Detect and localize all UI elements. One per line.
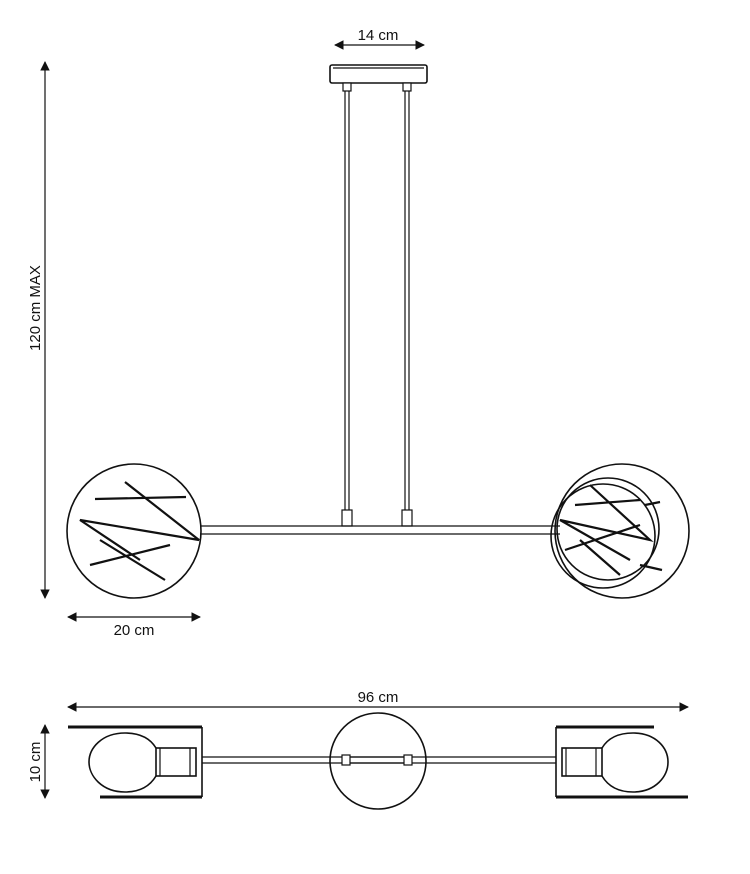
height-dimension: 120 cm MAX [27,61,50,599]
total-width-dimension: 96 cm [67,689,689,712]
height-label: 120 cm MAX [27,265,44,351]
top-width-dimension: 14 cm [334,27,425,50]
shade-diameter-dimension: 20 cm [67,612,201,639]
center-canopy-top-view [202,712,556,810]
top-width-label: 14 cm [358,27,399,44]
shade-diameter-label: 20 cm [114,622,155,639]
depth-dimension: 10 cm [27,724,50,799]
left-shade-top-view [68,725,203,799]
top-view: 96 cm 10 cm [27,689,689,810]
total-width-label: 96 cm [358,689,399,706]
right-shade-top-view [555,725,688,799]
ceiling-canopy [329,64,428,92]
right-globe-shades [550,463,690,599]
front-view: 14 cm 120 cm MAX [27,27,690,639]
depth-label: 10 cm [27,742,44,783]
left-globe-shade [66,463,202,599]
horizontal-bar [200,525,560,535]
suspension-rods [341,91,413,527]
